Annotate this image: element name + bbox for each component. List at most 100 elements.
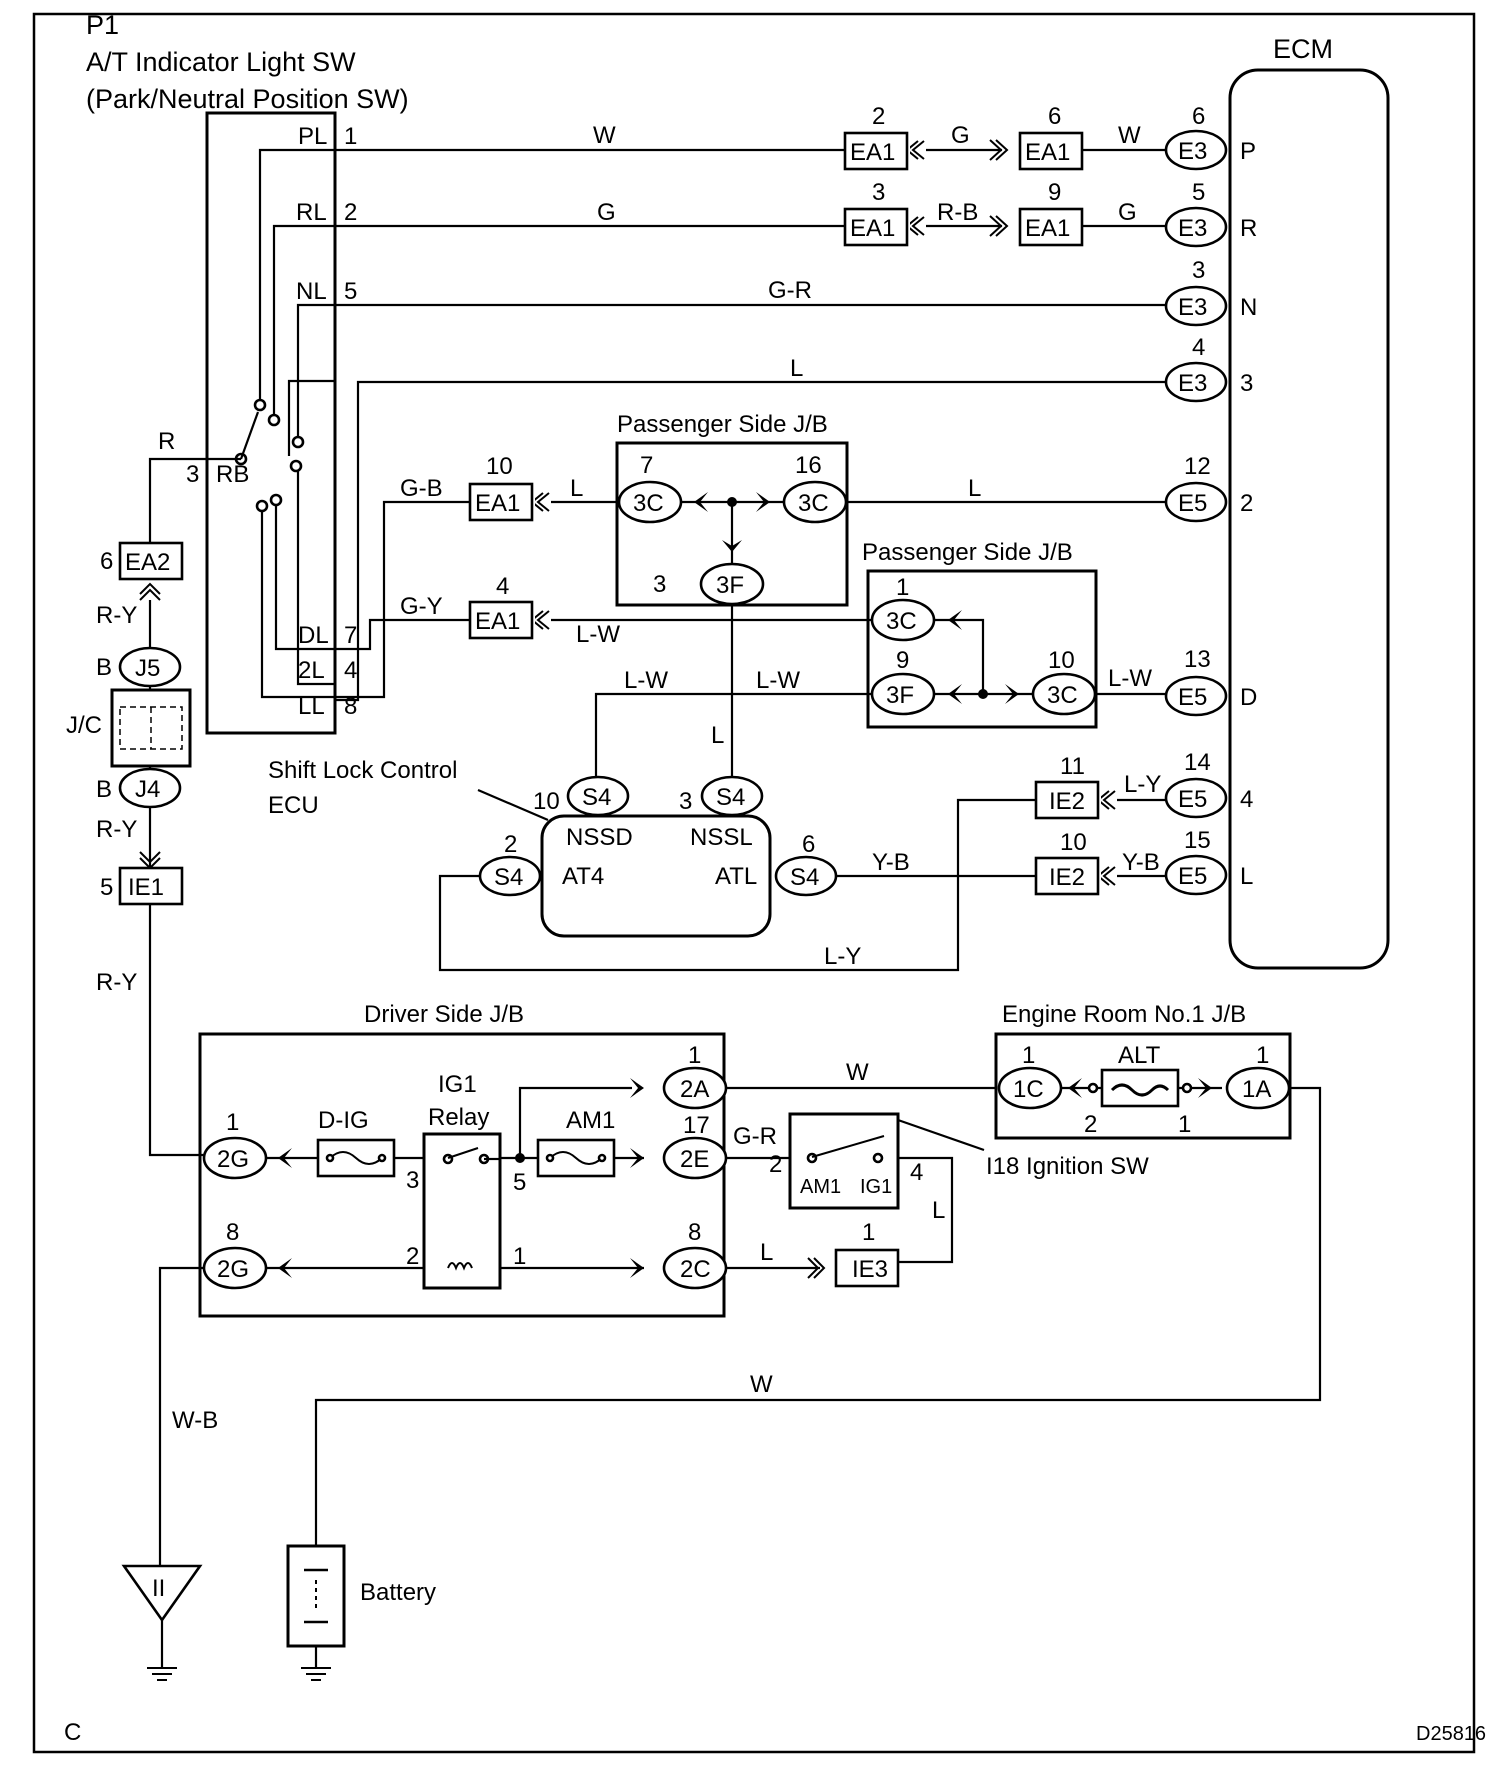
- wire-color: W: [750, 1371, 773, 1398]
- pin-num: 4: [1192, 334, 1205, 361]
- sw-term: AM1: [800, 1176, 841, 1198]
- wire-color: L-W: [756, 667, 800, 694]
- wire-color: L-W: [576, 621, 620, 648]
- conn-num: 3: [872, 179, 885, 206]
- relay-pin: 2: [406, 1243, 419, 1270]
- wire-ecu-links: L-W L-W L: [594, 604, 872, 776]
- page-frame: [32, 12, 1476, 1754]
- wire-color: W: [846, 1059, 869, 1086]
- conn-num: 1: [862, 1219, 875, 1246]
- pin-num: 12: [1184, 453, 1211, 480]
- wire-color: G-Y: [400, 593, 443, 620]
- conn-num: 10: [533, 788, 560, 815]
- sw-label: I18 Ignition SW: [986, 1153, 1149, 1180]
- pin-num: 15: [1184, 827, 1211, 854]
- wire-color: L: [570, 475, 583, 502]
- conn-num: 4: [496, 573, 509, 600]
- terminal-pl-pin: 1: [344, 123, 357, 150]
- wire-color: G-B: [400, 475, 443, 502]
- ecm-pin-r: 5 E3 R: [1164, 179, 1257, 248]
- conn-name: EA1: [475, 490, 520, 517]
- conn-name: 2C: [680, 1256, 711, 1283]
- wire-ground: W-B: [158, 1266, 218, 1566]
- conn-name: 2E: [680, 1146, 709, 1173]
- ecm-body: [1228, 68, 1390, 970]
- ecm-pin-d: 13 E5 D: [1164, 646, 1257, 717]
- conn-name: 2A: [680, 1076, 709, 1103]
- terminal-dl-label: DL: [298, 622, 329, 649]
- erjb-pin: 2: [1084, 1111, 1097, 1138]
- wire-row-ea1-10: G-B 10 EA1 L L: [335, 453, 1166, 699]
- rb-circuit: R 6 EA2 R-Y B J5 J/C B J4 R-Y 5 IE1 R-Y: [66, 428, 241, 1157]
- conn-name: IE2: [1049, 864, 1085, 891]
- wire-row-ea1-4: G-Y 4 EA1 L-W L-W: [335, 573, 1166, 696]
- wire-color: G: [1118, 199, 1137, 226]
- wire-color: R-Y: [96, 969, 137, 996]
- conn-num: 5: [100, 874, 113, 901]
- term-label: ATL: [715, 863, 757, 890]
- conn-name: 1C: [1013, 1076, 1044, 1103]
- pjb2-title: Passenger Side J/B: [862, 539, 1073, 566]
- wire-color: W: [1118, 122, 1141, 149]
- conn-num: 1: [688, 1042, 701, 1069]
- fuse-label: ALT: [1118, 1042, 1161, 1069]
- conn-name: IE3: [852, 1256, 888, 1283]
- pin-term: 4: [1240, 786, 1253, 813]
- wire-row-n: G-R: [335, 277, 1166, 307]
- relay-pin: 5: [513, 1169, 526, 1196]
- pin-term: R: [1240, 215, 1257, 242]
- conn-num: 6: [1048, 103, 1061, 130]
- pin-conn: E5: [1178, 684, 1207, 711]
- terminal-rb-pin: 3: [186, 461, 199, 488]
- engine-room-jb: Engine Room No.1 J/B 1 1C ALT 1 1A 2 1: [994, 1001, 1292, 1140]
- conn-name: 2G: [217, 1256, 249, 1283]
- ignition-switch: AM1 IG1 2 4 I18 Ignition SW G-R L: [726, 1112, 1149, 1264]
- pin-conn: E5: [1178, 786, 1207, 813]
- terminal-pl-label: PL: [298, 123, 327, 150]
- pin-term: L: [1240, 863, 1253, 890]
- wire-color: L: [760, 1239, 773, 1266]
- switch-code: P1: [86, 10, 119, 40]
- conn-name: EA1: [850, 215, 895, 242]
- wire-color: L: [790, 355, 803, 382]
- conn-name: S4: [494, 864, 523, 891]
- djb-title: Driver Side J/B: [364, 1001, 524, 1028]
- wire-color: R-B: [937, 199, 978, 226]
- shift-lock-control-ecu: Shift Lock Control ECU 10 S4 3 S4 NSSD N…: [268, 757, 838, 938]
- battery: Battery: [286, 1544, 436, 1681]
- wire-color: L: [711, 722, 724, 749]
- ecm-pin-l: 15 E5 L: [1164, 827, 1253, 896]
- conn-name: 3F: [886, 682, 914, 709]
- wire-color: L-W: [1108, 665, 1152, 692]
- ground-symbol: II: [121, 1564, 203, 1681]
- conn-num: 9: [896, 647, 909, 674]
- wire-color: L-Y: [824, 943, 861, 970]
- erjb-title: Engine Room No.1 J/B: [1002, 1001, 1246, 1028]
- terminal-2l-pin: 4: [344, 657, 357, 684]
- pjb1-title: Passenger Side J/B: [617, 411, 828, 438]
- wire-color: G-R: [733, 1123, 777, 1150]
- conn-num: 3: [653, 571, 666, 598]
- pin-conn: E5: [1178, 490, 1207, 517]
- wire-color: R-Y: [96, 602, 137, 629]
- sw-pin: 2: [769, 1151, 782, 1178]
- passenger-side-jb-1: Passenger Side J/B 7 3C 16 3C 3 3F: [615, 411, 849, 607]
- pin-num: 13: [1184, 646, 1211, 673]
- pin-conn: E3: [1178, 370, 1207, 397]
- wire-color: R: [158, 428, 175, 455]
- pin-conn: E5: [1178, 863, 1207, 890]
- wire-row-3: L: [335, 355, 1166, 702]
- conn-num: 8: [688, 1219, 701, 1246]
- conn-name: 1A: [1242, 1076, 1271, 1103]
- conn-name: IE1: [128, 874, 164, 901]
- wire-color: Y-B: [872, 849, 910, 876]
- wire-color: L: [932, 1197, 945, 1224]
- sw-pin: 4: [910, 1159, 923, 1186]
- wire-color: Y-B: [1122, 849, 1160, 876]
- conn-num: 10: [486, 453, 513, 480]
- jc-label: J/C: [66, 712, 102, 739]
- ie3-connector: L 1 IE3: [726, 1219, 900, 1288]
- conn-name: S4: [582, 784, 611, 811]
- terminal-dl-pin: 7: [344, 622, 357, 649]
